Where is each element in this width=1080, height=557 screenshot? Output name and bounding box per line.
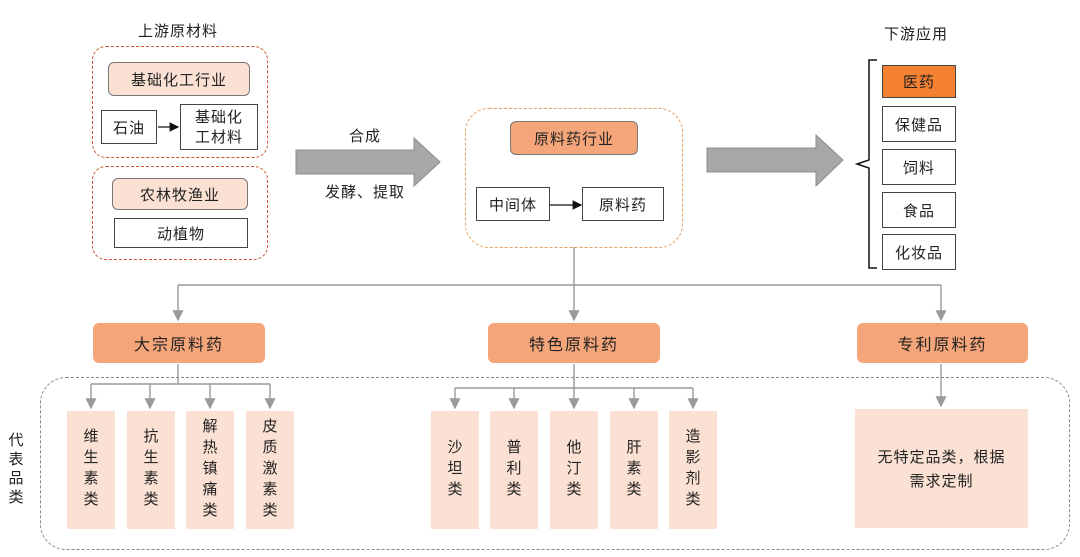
patent-api-header: 专利原料药	[857, 323, 1028, 363]
basic-chemical-industry-box: 基础化工行业	[108, 62, 250, 96]
specialty-item-contrast-agents: 造影剂类	[669, 411, 717, 529]
upstream-group2-frame	[92, 166, 268, 260]
patent-item-line1: 无特定品类，根据	[877, 447, 1006, 466]
downstream-brace	[854, 59, 877, 269]
bulk-item-antipyretic-analgesic: 解热镇痛类	[186, 411, 234, 529]
specialty-item-prils: 普利类	[490, 411, 538, 529]
patent-item-line2: 需求定制	[909, 471, 974, 490]
agriculture-box: 农林牧渔业	[112, 178, 248, 210]
upstream-title: 上游原材料	[137, 21, 218, 40]
bulk-item-vitamins: 维生素类	[67, 411, 115, 529]
bulk-item-antibiotics: 抗生素类	[127, 411, 175, 529]
representative-frame	[40, 377, 1070, 550]
specialty-api-header: 特色原料药	[488, 323, 660, 363]
basic-chemical-materials-line1: 基础化	[194, 108, 243, 126]
api-industry-frame	[465, 108, 683, 248]
synthesis-label: 合成	[348, 126, 381, 145]
representative-label: 代表品类	[6, 432, 25, 508]
api-box: 原料药	[582, 187, 664, 221]
downstream-item-pharma: 医药	[882, 65, 956, 98]
bulk-api-header: 大宗原料药	[93, 323, 265, 363]
downstream-item-cosmetics: 化妆品	[882, 234, 956, 270]
patent-item-box: 无特定品类，根据 需求定制	[855, 409, 1028, 528]
upstream-group1-frame	[92, 46, 268, 158]
specialty-item-statins: 他汀类	[550, 411, 598, 529]
specialty-item-heparins: 肝素类	[610, 411, 658, 529]
bulk-item-corticosteroids: 皮质激素类	[246, 411, 294, 529]
downstream-title: 下游应用	[883, 24, 948, 43]
downstream-big-arrow	[706, 133, 844, 188]
basic-chemical-materials-line2: 工材料	[194, 128, 243, 146]
petroleum-box: 石油	[101, 110, 157, 144]
downstream-item-health-products: 保健品	[882, 106, 956, 142]
downstream-item-food: 食品	[882, 192, 956, 228]
plants-animals-box: 动植物	[114, 218, 248, 248]
ferment-extract-label: 发酵、提取	[324, 182, 405, 201]
basic-chemical-materials-box: 基础化 工材料	[180, 104, 258, 150]
downstream-item-feed: 饲料	[882, 149, 956, 185]
intermediate-box: 中间体	[476, 187, 550, 221]
api-industry-header: 原料药行业	[510, 121, 638, 155]
synthesis-big-arrow	[295, 136, 441, 188]
specialty-item-sartans: 沙坦类	[431, 411, 479, 529]
